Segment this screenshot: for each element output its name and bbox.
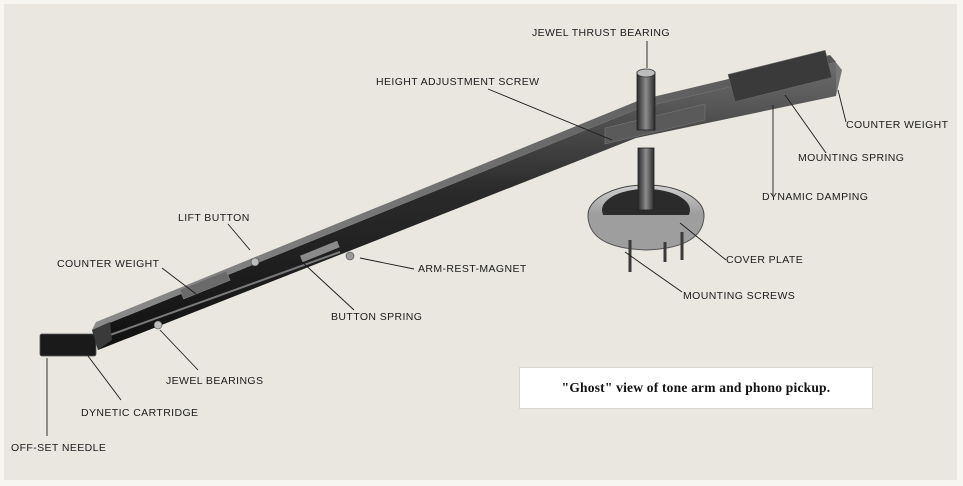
label-button-spring: BUTTON SPRING xyxy=(331,311,422,323)
tone-arm-body xyxy=(92,49,842,350)
label-dynetic-cartridge: DYNETIC CARTRIDGE xyxy=(81,407,198,419)
leader-arm-rest-magnet xyxy=(359,257,415,270)
leader-lift-button xyxy=(227,223,251,251)
leader-mounting-spring xyxy=(784,94,827,154)
label-jewel-bearings: JEWEL BEARINGS xyxy=(166,375,263,387)
rear-counterweight-block xyxy=(727,49,833,103)
base-rim xyxy=(587,214,705,251)
pivot-post xyxy=(636,68,656,211)
lift-button-knob xyxy=(250,257,260,267)
leader-dynetic-cartridge xyxy=(87,355,122,401)
front-counterweight xyxy=(179,270,231,300)
caption-box: "Ghost" view of tone arm and phono picku… xyxy=(520,368,872,408)
label-lift-button: LIFT BUTTON xyxy=(178,212,250,224)
label-jewel-thrust-bearing: JEWEL THRUST BEARING xyxy=(532,27,670,39)
front-internal-rod xyxy=(109,251,341,336)
leader-lines xyxy=(46,41,847,436)
caption-text: "Ghost" view of tone arm and phono picku… xyxy=(561,380,831,395)
label-counter-weight-rear: COUNTER WEIGHT xyxy=(846,119,949,131)
pivot-post-upper xyxy=(636,71,656,131)
leader-counter-weight-front xyxy=(161,267,197,295)
cartridge-head xyxy=(39,333,97,357)
jewel-thrust-cap xyxy=(636,68,656,78)
leader-counter-weight-rear xyxy=(837,89,847,123)
arm-rest-magnet-knob xyxy=(345,251,355,261)
button-spring-coil xyxy=(299,240,340,263)
label-height-adjustment-screw: HEIGHT ADJUSTMENT SCREW xyxy=(376,76,539,88)
label-counter-weight-front: COUNTER WEIGHT xyxy=(57,258,160,270)
label-dynamic-damping: DYNAMIC DAMPING xyxy=(762,191,868,203)
label-arm-rest-magnet: ARM-REST-MAGNET xyxy=(418,263,527,275)
jewel-bearing-knob xyxy=(153,320,163,330)
leader-height-adjustment-screw xyxy=(487,88,613,141)
leader-cover-plate xyxy=(679,222,727,261)
leader-jewel-bearings xyxy=(159,329,199,371)
leader-button-spring xyxy=(299,259,355,311)
label-mounting-spring: MOUNTING SPRING xyxy=(798,152,904,164)
label-mounting-screws: MOUNTING SCREWS xyxy=(683,290,795,302)
label-cover-plate: COVER PLATE xyxy=(726,254,803,266)
label-off-set-needle: OFF-SET NEEDLE xyxy=(11,442,106,454)
callout-labels: JEWEL THRUST BEARING HEIGHT ADJUSTMENT S… xyxy=(11,27,949,454)
leader-mounting-screws xyxy=(624,251,683,293)
arm-side xyxy=(92,62,836,350)
cartridge-neck xyxy=(92,322,112,350)
cartridge-assembly xyxy=(39,251,355,357)
arm-end-cap xyxy=(830,55,842,96)
pivot-post-lower xyxy=(637,147,655,211)
